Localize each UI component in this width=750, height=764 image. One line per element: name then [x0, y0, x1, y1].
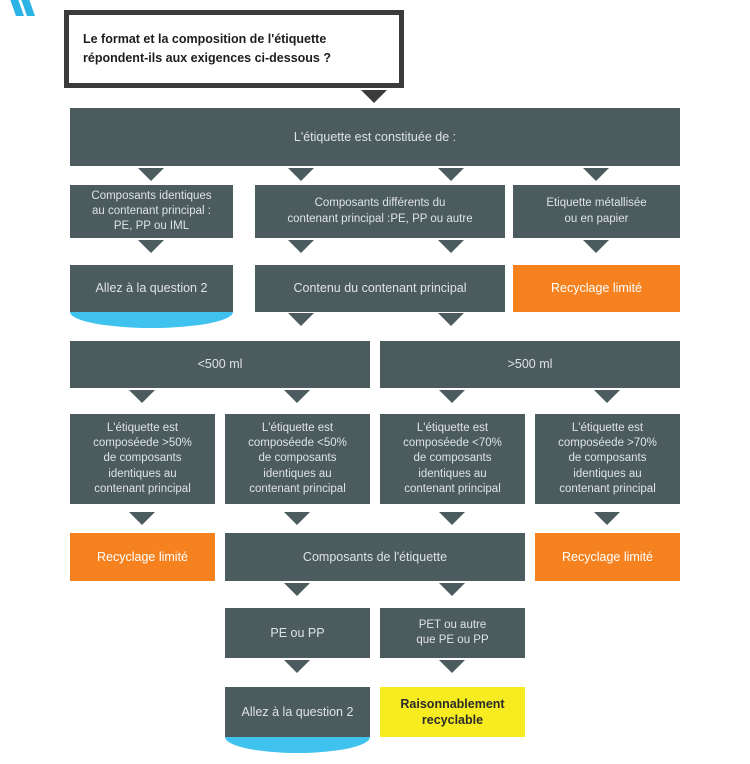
arrow-pe-pp-to-goto-q2	[284, 660, 310, 673]
brand-chevron-logo-icon	[10, 0, 35, 16]
arrow-composition-to-different-b	[438, 168, 464, 181]
arrow-identical-to-goto-q2	[138, 240, 164, 253]
node-pe-or-pp: PE ou PP	[225, 608, 370, 658]
node-label-components: Composants de l'étiquette	[225, 533, 525, 581]
arrow-pct-under70-to-components	[439, 512, 465, 525]
arrow-composition-to-identical	[138, 168, 164, 181]
arrow-pct-over70-to-limited-right	[594, 512, 620, 525]
arrow-components-to-pe-pp	[284, 583, 310, 596]
arrow-over500-to-pct-over-70	[594, 390, 620, 403]
arrow-pet-to-recyclable	[439, 660, 465, 673]
goto-q2-top-accent-swoosh	[70, 312, 233, 328]
node-label-composition: L'étiquette est constituée de :	[70, 108, 680, 166]
arrow-composition-to-metallised	[583, 168, 609, 181]
node-limited-recycling-left: Recyclage limité	[70, 533, 215, 581]
node-limited-recycling-top: Recyclage limité	[513, 265, 680, 312]
arrow-different-to-content-b	[438, 240, 464, 253]
node-reasonably-recyclable: Raisonnablement recyclable	[380, 687, 525, 737]
node-components-different: Composants différents du contenant princ…	[255, 185, 505, 238]
question-title: Le format et la composition de l'étiquet…	[83, 32, 331, 65]
node-pct-under-70: L'étiquette est composéede <70% de compo…	[380, 414, 525, 504]
arrow-different-to-content-a	[288, 240, 314, 253]
node-label-metallised: Etiquette métallisée ou en papier	[513, 185, 680, 238]
arrow-components-to-pet-other	[439, 583, 465, 596]
node-pet-or-other: PET ou autre que PE ou PP	[380, 608, 525, 658]
arrow-content-to-over-500	[438, 313, 464, 326]
node-volume-under-500: <500 ml	[70, 341, 370, 388]
node-pct-over-70: L'étiquette est composéede >70% de compo…	[535, 414, 680, 504]
question-header-box: Le format et la composition de l'étiquet…	[64, 10, 404, 88]
goto-q2-bottom-accent-swoosh	[225, 737, 370, 753]
arrow-content-to-under-500	[288, 313, 314, 326]
node-components-identical: Composants identiques au contenant princ…	[70, 185, 233, 238]
arrow-under500-to-pct-over-50	[129, 390, 155, 403]
node-limited-recycling-right: Recyclage limité	[535, 533, 680, 581]
node-goto-question-2-top[interactable]: Allez à la question 2	[70, 265, 233, 312]
node-pct-over-50: L'étiquette est composéede >50% de compo…	[70, 414, 215, 504]
node-pct-under-50: L'étiquette est composéede <50% de compo…	[225, 414, 370, 504]
arrow-metallised-to-limited	[583, 240, 609, 253]
arrow-composition-to-different-a	[288, 168, 314, 181]
arrow-pct-under50-to-components	[284, 512, 310, 525]
node-content-main-container: Contenu du contenant principal	[255, 265, 505, 312]
arrow-header-to-composition	[361, 90, 387, 103]
arrow-over500-to-pct-under-70	[439, 390, 465, 403]
node-goto-question-2-bottom[interactable]: Allez à la question 2	[225, 687, 370, 737]
arrow-under500-to-pct-under-50	[284, 390, 310, 403]
arrow-pct-over50-to-limited-left	[129, 512, 155, 525]
node-volume-over-500: >500 ml	[380, 341, 680, 388]
